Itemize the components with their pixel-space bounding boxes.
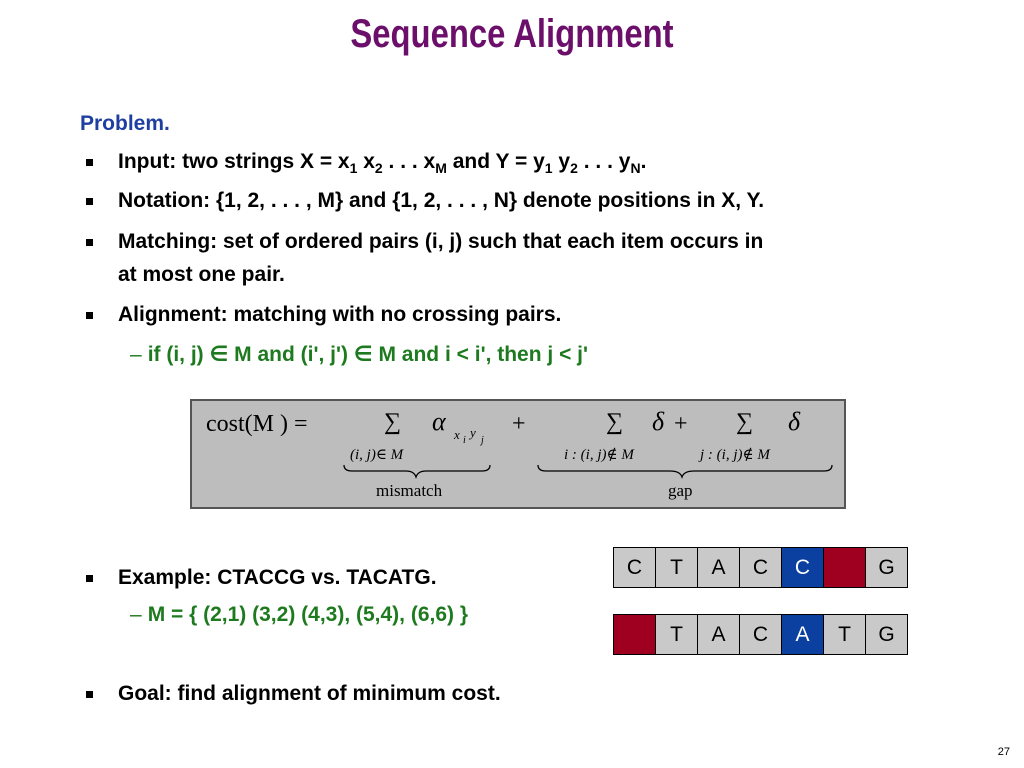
alpha-sub-x: x bbox=[454, 427, 460, 442]
seq-cell-gap bbox=[613, 614, 656, 655]
delta-symbol-2: δ bbox=[788, 407, 801, 436]
goal-text: Goal: find alignment of minimum cost. bbox=[118, 682, 501, 705]
sum3-subscript: j : (i, j)∉ M bbox=[700, 447, 770, 463]
bullet-square-icon bbox=[86, 691, 93, 698]
seq-cell-mismatch: C bbox=[781, 547, 824, 588]
problem-label: Problem. bbox=[80, 112, 170, 135]
matching-text-line2: at most one pair. bbox=[118, 263, 285, 286]
example-text: Example: CTACCG vs. TACATG. bbox=[118, 566, 437, 589]
sum-symbol-2: ∑ bbox=[606, 409, 624, 435]
dash-icon: – bbox=[130, 603, 142, 626]
sum-symbol-3: ∑ bbox=[736, 409, 754, 435]
plus-symbol-1: + bbox=[512, 411, 526, 437]
sum2-subscript: i : (i, j)∉ M bbox=[564, 447, 634, 463]
example-sub-text: M = { (2,1) (3,2) (4,3), (5,4), (6,6) } bbox=[147, 603, 469, 626]
dash-icon: – bbox=[130, 343, 142, 366]
gap-label: gap bbox=[668, 481, 693, 500]
formula-lhs: cost(M ) = bbox=[206, 411, 308, 437]
bullet-square-icon bbox=[86, 575, 93, 582]
sequence-x-row: C T A C C G bbox=[613, 547, 908, 588]
alignment-text: Alignment: matching with no crossing pai… bbox=[118, 303, 562, 326]
seq-cell-mismatch: A bbox=[781, 614, 824, 655]
seq-cell: T bbox=[655, 614, 698, 655]
page-number: 27 bbox=[997, 746, 1010, 758]
alignment-sub-bullet: –if (i, j) ∈ M and (i', j') ∈ M and i < … bbox=[130, 342, 588, 367]
seq-cell: C bbox=[613, 547, 656, 588]
seq-cell: G bbox=[865, 547, 908, 588]
slide-title: Sequence Alignment bbox=[350, 12, 674, 56]
bullet-square-icon bbox=[86, 239, 93, 246]
seq-cell: G bbox=[865, 614, 908, 655]
input-text: Input: two strings X = x1 x2 . . . xM an… bbox=[118, 150, 647, 176]
matching-text-line1: Matching: set of ordered pairs (i, j) su… bbox=[118, 230, 764, 253]
underbrace-group bbox=[343, 464, 833, 480]
seq-cell: A bbox=[697, 547, 740, 588]
cost-formula-box: cost(M ) = ∑ α x i y j + ∑ δ + ∑ δ (i, j… bbox=[190, 399, 846, 509]
bullet-square-icon bbox=[86, 198, 93, 205]
mismatch-brace bbox=[343, 464, 491, 480]
alignment-sub-text: if (i, j) ∈ M and (i', j') ∈ M and i < i… bbox=[147, 343, 588, 366]
seq-cell: T bbox=[823, 614, 866, 655]
sequence-y-row: T A C A T G bbox=[613, 614, 908, 655]
mismatch-label: mismatch bbox=[376, 481, 443, 500]
alpha-symbol: α bbox=[432, 407, 446, 436]
seq-cell-gap bbox=[823, 547, 866, 588]
gap-brace bbox=[537, 464, 833, 480]
seq-cell: A bbox=[697, 614, 740, 655]
alpha-sub-i: i bbox=[463, 435, 466, 446]
sum1-subscript: (i, j)∈ M bbox=[350, 447, 404, 463]
plus-symbol-2: + bbox=[674, 411, 688, 437]
bullet-square-icon bbox=[86, 159, 93, 166]
notation-text: Notation: {1, 2, . . . , M} and {1, 2, .… bbox=[118, 189, 765, 212]
alpha-sub-y: y bbox=[470, 425, 476, 440]
sum-symbol-1: ∑ bbox=[384, 409, 402, 435]
seq-cell: C bbox=[739, 614, 782, 655]
example-sub-bullet: –M = { (2,1) (3,2) (4,3), (5,4), (6,6) } bbox=[130, 603, 468, 627]
seq-cell: T bbox=[655, 547, 698, 588]
seq-cell: C bbox=[739, 547, 782, 588]
delta-symbol-1: δ bbox=[652, 407, 665, 436]
alpha-sub-j: j bbox=[481, 435, 484, 446]
bullet-square-icon bbox=[86, 312, 93, 319]
